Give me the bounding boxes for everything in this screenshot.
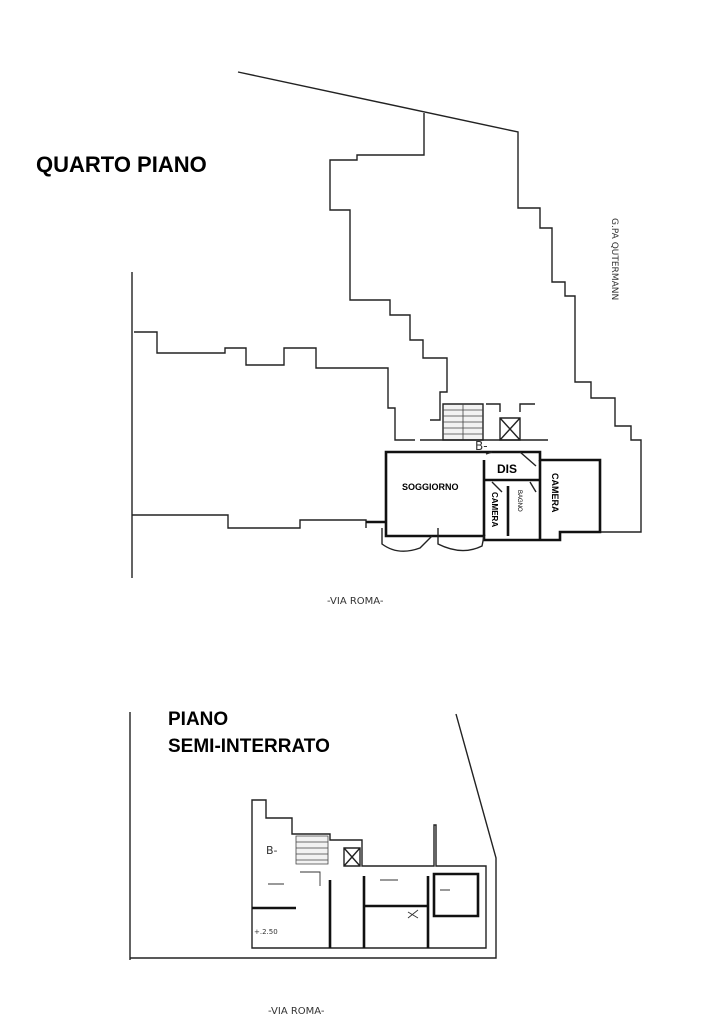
upper-stair-marker: B- xyxy=(475,439,488,453)
lower-diagonal-boundary xyxy=(130,713,497,959)
upper-elevator xyxy=(499,417,521,441)
lower-street-label: -VIA ROMA- xyxy=(268,1006,325,1017)
upper-landing-wall xyxy=(420,403,548,441)
title-bottom-line-1: PIANO xyxy=(168,709,229,730)
upper-balcony-right xyxy=(437,528,485,552)
title-piano-semi-interrato: PIANO SEMI-INTERRATO xyxy=(168,706,330,760)
upper-roof-line xyxy=(134,331,415,441)
title-bottom-line-2: SEMI-INTERRATO xyxy=(168,736,330,757)
side-street-label: G.PA QUTERMANN xyxy=(609,218,619,300)
room-bagno: BAGNO xyxy=(516,490,522,512)
room-camera-large: CAMERA xyxy=(550,473,560,513)
upper-street-label: -VIA ROMA- xyxy=(327,596,384,607)
upper-apartment-facade xyxy=(366,450,602,542)
upper-plan: SOGGIORNO DIS CAMERA CAMERA BAGNO B- -VI… xyxy=(131,71,642,607)
lower-door-marks xyxy=(268,871,450,919)
room-soggiorno: SOGGIORNO xyxy=(402,482,459,492)
lower-plan: B- +.2.50 -VIA ROMA- xyxy=(129,712,497,1017)
upper-partition-dis xyxy=(482,460,542,540)
lower-stair-box xyxy=(296,836,328,864)
title-quarto-piano: QUARTO PIANO xyxy=(36,152,207,177)
lower-stair-treads xyxy=(295,835,329,865)
upper-front-wall xyxy=(132,514,367,529)
lower-stair-marker: B- xyxy=(266,844,278,857)
upper-balcony-left xyxy=(381,528,433,552)
room-dis: DIS xyxy=(497,462,517,476)
upper-inner-stepped-wall xyxy=(329,113,448,421)
lower-elevator xyxy=(343,847,361,867)
upper-stair-treads xyxy=(443,404,483,440)
lower-inner-walls xyxy=(252,872,480,948)
lower-level-marker: +.2.50 xyxy=(254,928,278,936)
upper-building-outline xyxy=(237,71,642,533)
room-camera-small: CAMERA xyxy=(490,492,499,527)
upper-partition-doors xyxy=(485,451,537,493)
lower-building-outline xyxy=(251,799,487,949)
